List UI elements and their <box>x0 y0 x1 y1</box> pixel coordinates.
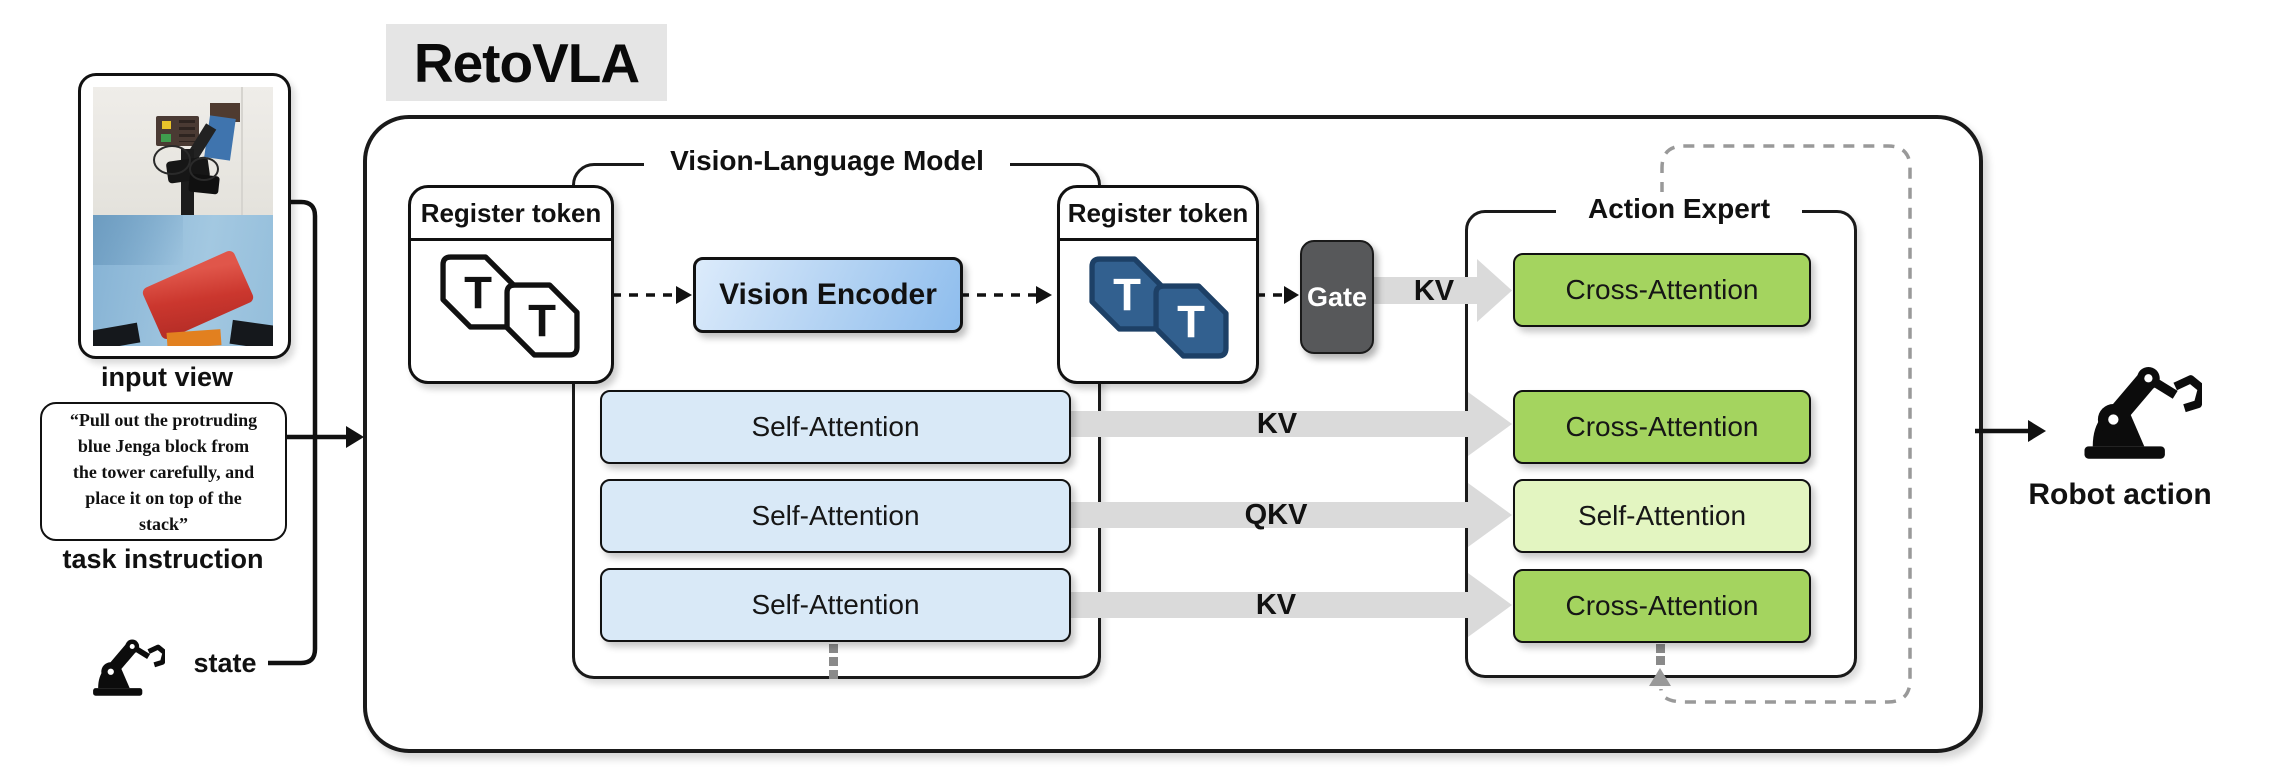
vlm-self-attention-2: Self-Attention <box>600 479 1071 553</box>
input-view-frame <box>78 73 291 359</box>
ae-cross-attention-1: Cross-Attention <box>1513 253 1811 327</box>
ae-self-attention: Self-Attention <box>1513 479 1811 553</box>
state-label: state <box>193 648 257 678</box>
kv-label-gate: KV <box>1413 275 1455 307</box>
input-view-label: input view <box>100 362 233 392</box>
vlm-self-attention-3: Self-Attention <box>600 568 1071 642</box>
token-tile-icon: T <box>504 282 580 358</box>
task-instruction-line: stack” <box>139 513 188 534</box>
token-tile-icon-blue: T <box>1153 283 1229 359</box>
svg-text:T: T <box>528 296 556 347</box>
ae-cross-attention-2: Cross-Attention <box>1513 390 1811 464</box>
input-view-photo <box>93 87 273 346</box>
action-expert-title: Action Expert <box>1556 192 1802 226</box>
photo-table-scene <box>93 215 273 346</box>
svg-text:T: T <box>464 268 492 319</box>
kv-label-row3: KV <box>1255 589 1297 621</box>
photo-control-panel <box>156 116 199 146</box>
svg-text:T: T <box>1113 270 1141 321</box>
photo-wall-scene <box>93 87 273 215</box>
token-tile-icon: T <box>440 254 516 330</box>
task-instruction-line: the tower carefully, and <box>72 461 255 482</box>
gate-box: Gate <box>1300 240 1374 354</box>
task-instruction-line: “Pull out the protruding <box>69 409 258 430</box>
vision-encoder-box: Vision Encoder <box>693 257 963 333</box>
vlm-title: Vision-Language Model <box>644 144 1010 178</box>
ae-cross-attention-3: Cross-Attention <box>1513 569 1811 643</box>
robot-action-icon <box>2084 366 2202 459</box>
task-instruction-box: “Pull out the protruding blue Jenga bloc… <box>40 402 287 541</box>
kv-label-row2: QKV <box>1244 499 1308 531</box>
register-token-left-label: Register token <box>411 188 611 241</box>
robot-action-label: Robot action <box>2028 478 2212 511</box>
task-instruction-line: blue Jenga block from <box>77 435 250 456</box>
photo-orange-block <box>166 329 222 346</box>
state-robot-icon <box>93 639 165 696</box>
task-instruction-label: task instruction <box>62 544 264 574</box>
register-token-right-label: Register token <box>1060 188 1256 241</box>
page-title: RetoVLA <box>386 24 667 101</box>
register-token-box-right: Register token T T <box>1057 185 1259 384</box>
kv-label-row1: KV <box>1256 408 1298 440</box>
svg-text:T: T <box>1177 297 1205 348</box>
register-token-box-left: Register token T T <box>408 185 614 384</box>
task-instruction-line: place it on top of the <box>85 487 242 508</box>
vlm-self-attention-1: Self-Attention <box>600 390 1071 464</box>
